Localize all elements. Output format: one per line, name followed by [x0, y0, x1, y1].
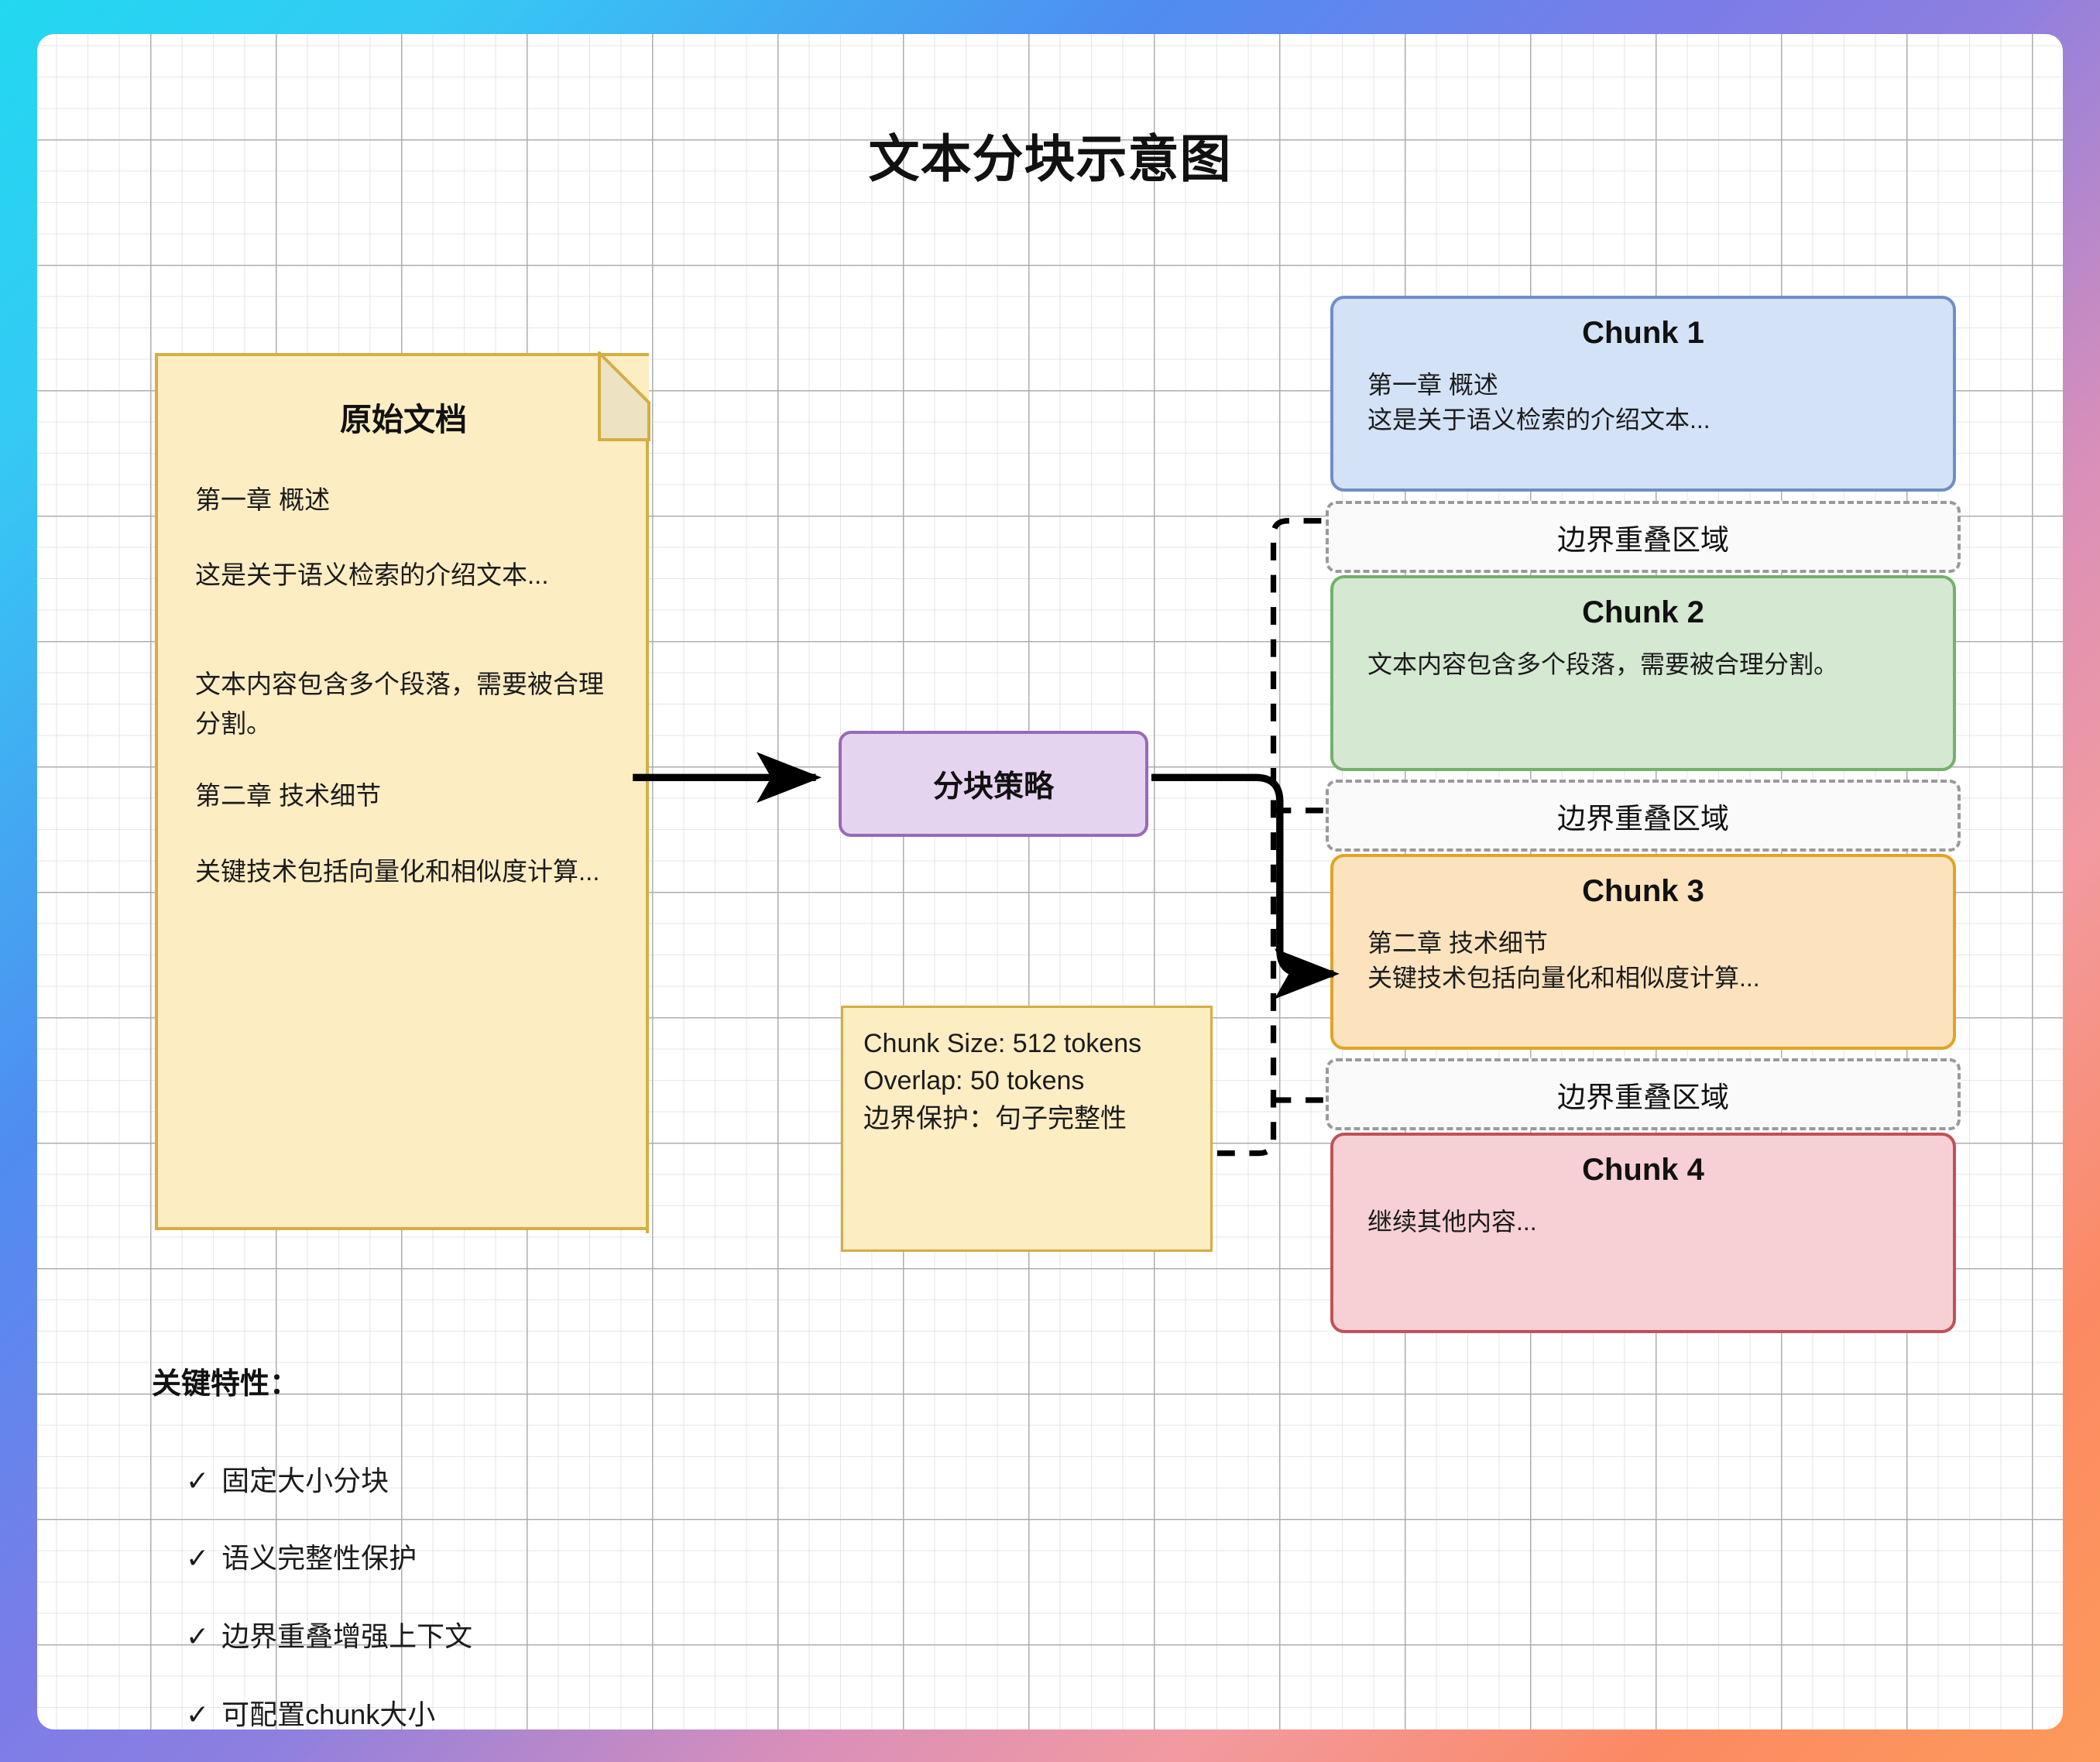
overlap-zone-label: 边界重叠区域 — [1557, 802, 1729, 835]
chunk-title: Chunk 4 — [1582, 1153, 1704, 1187]
check-icon: ✓ — [186, 1465, 210, 1496]
overlap-zone: 边界重叠区域 — [1326, 501, 1961, 573]
feature-list-item: ✓ 固定大小分块 — [186, 1459, 389, 1499]
chunk-body: 第一章 概述 这是关于语义检索的介绍文本... — [1367, 371, 1711, 434]
config-overlap: Overlap: 50 tokens — [863, 1066, 1085, 1096]
chunk-body: 继续其他内容... — [1367, 1208, 1537, 1236]
chunk-title: Chunk 3 — [1582, 874, 1704, 908]
diagram-canvas: 文本分块示意图 原始文档 第一章 概述 这是关于语义检索的介绍文本... 文本内… — [37, 34, 2063, 1729]
feature-label: 边界重叠增强上下文 — [221, 1620, 473, 1652]
connector-strategy-to-chunk3 — [1151, 773, 1340, 999]
feature-label: 固定大小分块 — [221, 1465, 389, 1496]
chunk-card-4[interactable]: Chunk 4 继续其他内容... — [1330, 1133, 1956, 1333]
source-document-card[interactable]: 原始文档 第一章 概述 这是关于语义检索的介绍文本... 文本内容包含多个段落，… — [155, 353, 649, 1230]
source-document-paragraph: 第一章 概述 — [195, 485, 331, 514]
key-features-heading: 关键特性： — [152, 1368, 300, 1400]
overlap-zone: 边界重叠区域 — [1326, 780, 1961, 852]
chunk-card-2[interactable]: Chunk 2 文本内容包含多个段落，需要被合理分割。 — [1330, 575, 1956, 771]
document-right-edge — [646, 438, 649, 1233]
overlap-zone-label: 边界重叠区域 — [1557, 1081, 1729, 1113]
check-icon: ✓ — [186, 1620, 210, 1652]
chunking-strategy-label: 分块策略 — [932, 770, 1054, 804]
source-document-title: 原始文档 — [340, 402, 467, 437]
config-boundary-protection: 边界保护：句子完整性 — [863, 1103, 1127, 1133]
source-document-paragraph: 关键技术包括向量化和相似度计算... — [195, 857, 600, 886]
feature-list-item: ✓ 边界重叠增强上下文 — [186, 1614, 472, 1654]
feature-list-item: ✓ 可配置chunk大小 — [186, 1692, 435, 1729]
overlap-zone: 边界重叠区域 — [1326, 1058, 1961, 1130]
overlap-zone-label: 边界重叠区域 — [1557, 523, 1729, 556]
source-document-paragraph: 文本内容包含多个段落，需要被合理分割。 — [195, 670, 604, 739]
chunk-title: Chunk 2 — [1582, 595, 1704, 629]
chunk-body: 第二章 技术细节 关键技术包括向量化和相似度计算... — [1367, 929, 1760, 992]
connector-config-dashed-spine — [1216, 518, 1333, 1157]
chunk-title: Chunk 1 — [1582, 316, 1704, 350]
check-icon: ✓ — [186, 1542, 210, 1574]
config-chunk-size: Chunk Size: 512 tokens — [863, 1029, 1142, 1058]
check-icon: ✓ — [186, 1699, 210, 1729]
source-document-paragraph: 第二章 技术细节 — [195, 781, 382, 810]
source-document-paragraph: 这是关于语义检索的介绍文本... — [195, 560, 549, 589]
chunk-card-1[interactable]: Chunk 1 第一章 概述 这是关于语义检索的介绍文本... — [1330, 296, 1956, 492]
document-fold-corner-icon — [598, 351, 650, 441]
chunking-config-note[interactable]: Chunk Size: 512 tokens Overlap: 50 token… — [841, 1006, 1213, 1252]
page-title: 文本分块示意图 — [868, 130, 1232, 187]
feature-label: 可配置chunk大小 — [221, 1699, 436, 1729]
chunk-body: 文本内容包含多个段落，需要被合理分割。 — [1367, 650, 1839, 678]
feature-list-item: ✓ 语义完整性保护 — [186, 1536, 417, 1576]
feature-label: 语义完整性保护 — [221, 1542, 417, 1574]
chunk-card-3[interactable]: Chunk 3 第二章 技术细节 关键技术包括向量化和相似度计算... — [1330, 854, 1956, 1050]
chunking-strategy-node[interactable]: 分块策略 — [839, 731, 1148, 837]
